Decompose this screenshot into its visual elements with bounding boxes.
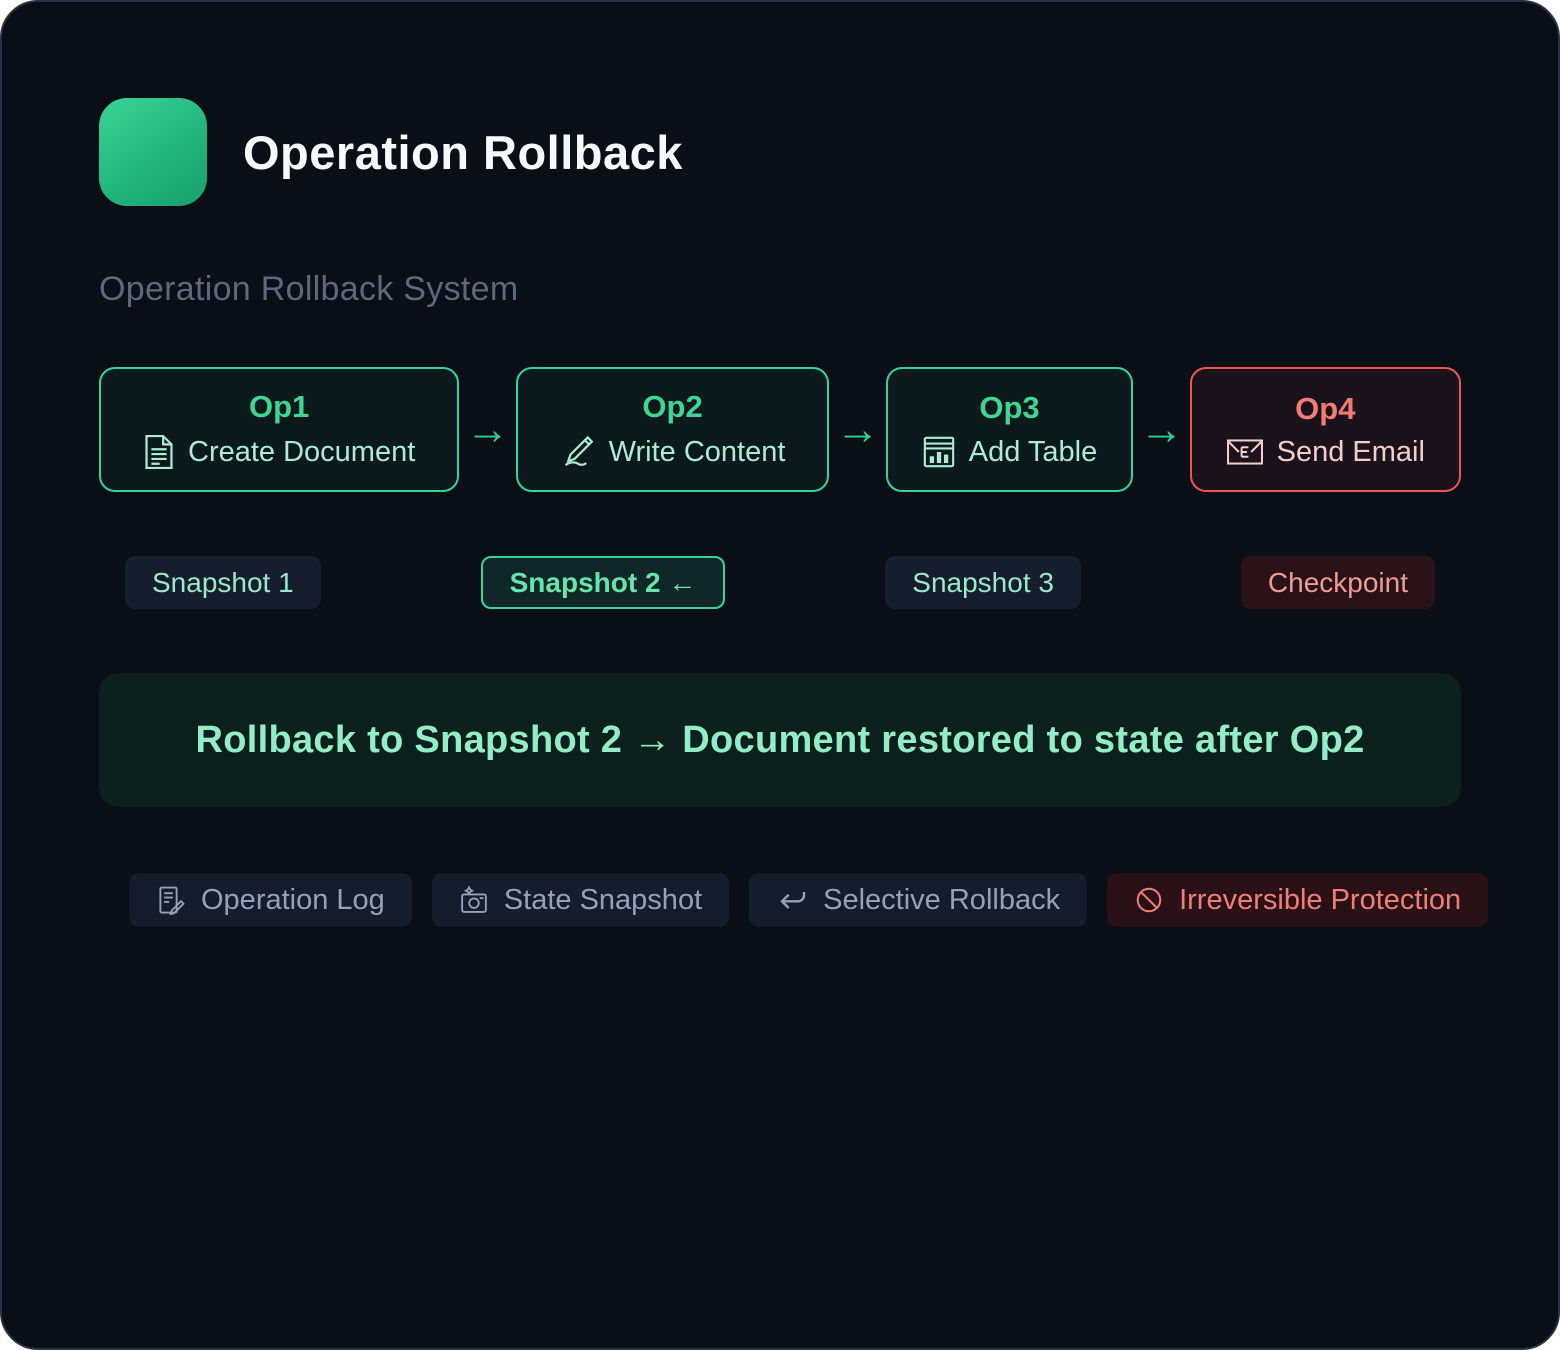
- snapshot-2-badge-active[interactable]: Snapshot 2 ←: [480, 556, 726, 609]
- bar-chart-icon: [922, 435, 956, 469]
- document-icon: [143, 434, 175, 470]
- checkpoint-badge[interactable]: Checkpoint: [1240, 556, 1435, 609]
- operation-flow: Op1 Create Document → Op2: [99, 367, 1461, 492]
- tag-label: State Snapshot: [503, 883, 703, 916]
- op-label-text: Add Table: [968, 435, 1098, 468]
- tag-label: Operation Log: [201, 883, 385, 916]
- snapshot-row: Snapshot 1 Snapshot 2 ← Snapshot 3 Check…: [99, 556, 1461, 609]
- app-logo-icon: [99, 98, 207, 206]
- flow-arrow-icon: →: [465, 404, 510, 454]
- feature-tag-row: Operation Log State Snapshot Selecti: [99, 873, 1489, 927]
- op-id: Op1: [248, 389, 310, 424]
- tag-irreversible-protection: Irreversible Protection: [1107, 873, 1489, 927]
- tag-state-snapshot: State Snapshot: [431, 873, 730, 927]
- flow-arrow-icon: →: [1139, 404, 1184, 454]
- page-title: Operation Rollback: [243, 125, 683, 179]
- op-node-add-table[interactable]: Op3 Add Table: [885, 367, 1134, 492]
- header: Operation Rollback: [99, 98, 1461, 206]
- rollback-status-banner: Rollback to Snapshot 2 → Document restor…: [99, 673, 1461, 807]
- flow-arrow-icon: →: [835, 404, 880, 454]
- tag-label: Irreversible Protection: [1179, 883, 1462, 916]
- op-id: Op4: [1295, 390, 1356, 426]
- op-label-text: Send Email: [1276, 435, 1425, 468]
- op-label-text: Write Content: [608, 435, 786, 468]
- snapshot-1-badge[interactable]: Snapshot 1: [125, 556, 321, 609]
- tag-label: Selective Rollback: [823, 883, 1061, 916]
- prohibited-icon: [1134, 885, 1164, 915]
- tag-selective-rollback: Selective Rollback: [749, 873, 1088, 927]
- writing-hand-icon: [560, 434, 596, 470]
- op-id: Op2: [642, 389, 703, 424]
- op-node-write-content[interactable]: Op2 Write Content: [515, 367, 830, 492]
- return-arrow-icon: [776, 885, 808, 915]
- op-node-send-email[interactable]: Op4 Send Email: [1189, 367, 1461, 492]
- op-node-create-document[interactable]: Op1 Create Document: [99, 367, 460, 492]
- tag-operation-log: Operation Log: [129, 873, 412, 927]
- memo-icon: [156, 885, 186, 915]
- page-subtitle: Operation Rollback System: [99, 270, 519, 308]
- rollback-status-text: Rollback to Snapshot 2 → Document restor…: [195, 718, 1365, 761]
- email-icon: [1226, 436, 1264, 468]
- op-label-text: Create Document: [188, 435, 416, 468]
- camera-icon: [459, 885, 489, 915]
- snapshot-3-badge[interactable]: Snapshot 3: [885, 556, 1081, 609]
- op-id: Op3: [979, 390, 1040, 425]
